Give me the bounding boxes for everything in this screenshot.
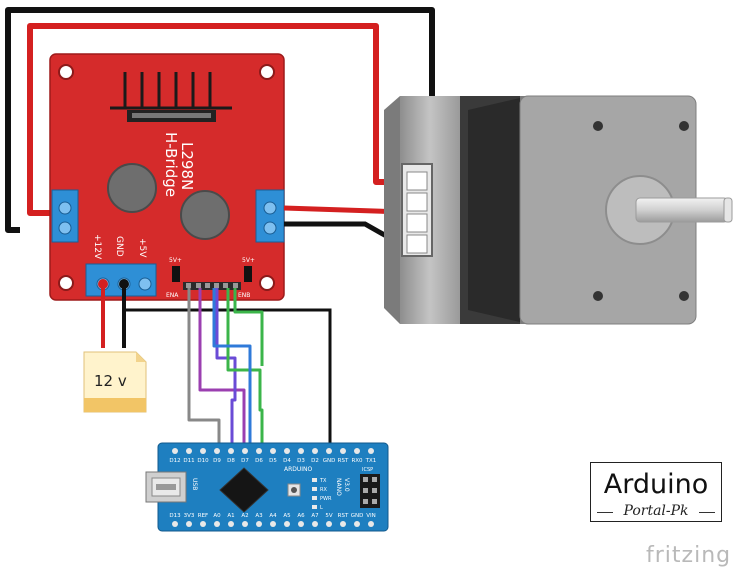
nano-bottom-pins bbox=[172, 521, 374, 527]
driver-subtitle: H-Bridge bbox=[162, 132, 180, 197]
pin-tx1: TX1 bbox=[365, 458, 377, 464]
icsp-label: ICSP bbox=[362, 467, 373, 473]
pin-a6: A6 bbox=[297, 513, 305, 519]
pin-d9: D9 bbox=[213, 458, 221, 464]
capacitor bbox=[180, 190, 230, 240]
capacitor bbox=[107, 163, 157, 213]
pin-d11: D11 bbox=[183, 458, 194, 464]
header-label-ena: ENA bbox=[166, 292, 179, 299]
terminal-block-left bbox=[51, 189, 79, 243]
pin-5v: 5V bbox=[325, 513, 332, 519]
nano-model: NANO bbox=[335, 478, 342, 496]
pin-d10: D10 bbox=[197, 458, 209, 464]
motor-shaft bbox=[635, 197, 729, 223]
pin-a2: A2 bbox=[241, 513, 248, 519]
pin-vin: VIN bbox=[366, 513, 376, 519]
status-leds bbox=[312, 478, 317, 509]
brand-title: Arduino bbox=[603, 469, 709, 500]
pin-a1: A1 bbox=[227, 513, 234, 519]
heatsink bbox=[110, 72, 232, 110]
pin-rst-bottom: RST bbox=[338, 513, 349, 519]
battery-label: 12 v bbox=[94, 372, 127, 390]
fritzing-watermark: fritzing bbox=[646, 543, 732, 568]
l298n-driver-board: L298N H-Bridge +12V GND +5V 5V+ 5V+ bbox=[49, 53, 285, 301]
brand-divider-left bbox=[597, 512, 613, 513]
pin-d3: D3 bbox=[297, 458, 305, 464]
led-pwr: PWR bbox=[320, 496, 332, 502]
pin-d2: D2 bbox=[311, 458, 319, 464]
pin-3v3: 3V3 bbox=[184, 513, 195, 519]
signal-header bbox=[183, 282, 241, 290]
pin-d5: D5 bbox=[269, 458, 277, 464]
arduino-nano: D12 D11 D10 D9 D8 D7 D6 D5 D4 D3 D2 GND … bbox=[145, 442, 389, 532]
pin-rst-top: RST bbox=[338, 458, 349, 464]
pin-gnd-bottom: GND bbox=[351, 513, 364, 519]
usb-connector bbox=[145, 471, 187, 503]
pin-d13: D13 bbox=[169, 513, 181, 519]
battery-label-note bbox=[83, 351, 147, 413]
pin-a0: A0 bbox=[213, 513, 221, 519]
pin-label-gnd: GND bbox=[114, 236, 124, 257]
brand-logo-box: Arduino Portal-Pk bbox=[590, 462, 722, 522]
brand-subtitle: Portal-Pk bbox=[623, 503, 689, 519]
pin-a5: A5 bbox=[283, 513, 291, 519]
header-label-enb: ENB bbox=[238, 292, 250, 299]
pin-ref: REF bbox=[198, 513, 208, 519]
pin-d4: D4 bbox=[283, 458, 291, 464]
driver-title: L298N bbox=[178, 142, 196, 190]
signal-wires bbox=[187, 288, 264, 452]
stepper-motor bbox=[384, 95, 733, 325]
nano-version: V3.0 bbox=[343, 478, 350, 492]
nano-name: ARDUINO bbox=[284, 466, 313, 473]
brand-divider-right bbox=[699, 512, 715, 513]
pin-d12: D12 bbox=[169, 458, 180, 464]
usb-label: USB bbox=[191, 478, 198, 490]
pin-a3: A3 bbox=[255, 513, 263, 519]
icsp-header bbox=[360, 474, 380, 508]
pin-a4: A4 bbox=[269, 513, 277, 519]
led-tx: TX bbox=[319, 478, 327, 484]
led-rx: RX bbox=[320, 487, 327, 493]
pin-gnd-top: GND bbox=[323, 458, 336, 464]
jumper-label-left: 5V+ bbox=[169, 257, 182, 264]
pin-label-12v: +12V bbox=[92, 234, 102, 260]
pin-d7: D7 bbox=[241, 458, 249, 464]
nano-top-pins bbox=[172, 448, 374, 454]
pin-a7: A7 bbox=[311, 513, 319, 519]
pin-rx0: RX0 bbox=[351, 458, 363, 464]
terminal-block-right bbox=[255, 189, 285, 243]
jumper-label-right: 5V+ bbox=[242, 257, 255, 264]
pin-d8: D8 bbox=[227, 458, 235, 464]
pin-label-5v: +5V bbox=[137, 238, 147, 258]
led-l: L bbox=[320, 505, 323, 511]
power-wires bbox=[101, 284, 332, 452]
pin-d6: D6 bbox=[255, 458, 263, 464]
microcontroller-chip bbox=[219, 467, 269, 513]
